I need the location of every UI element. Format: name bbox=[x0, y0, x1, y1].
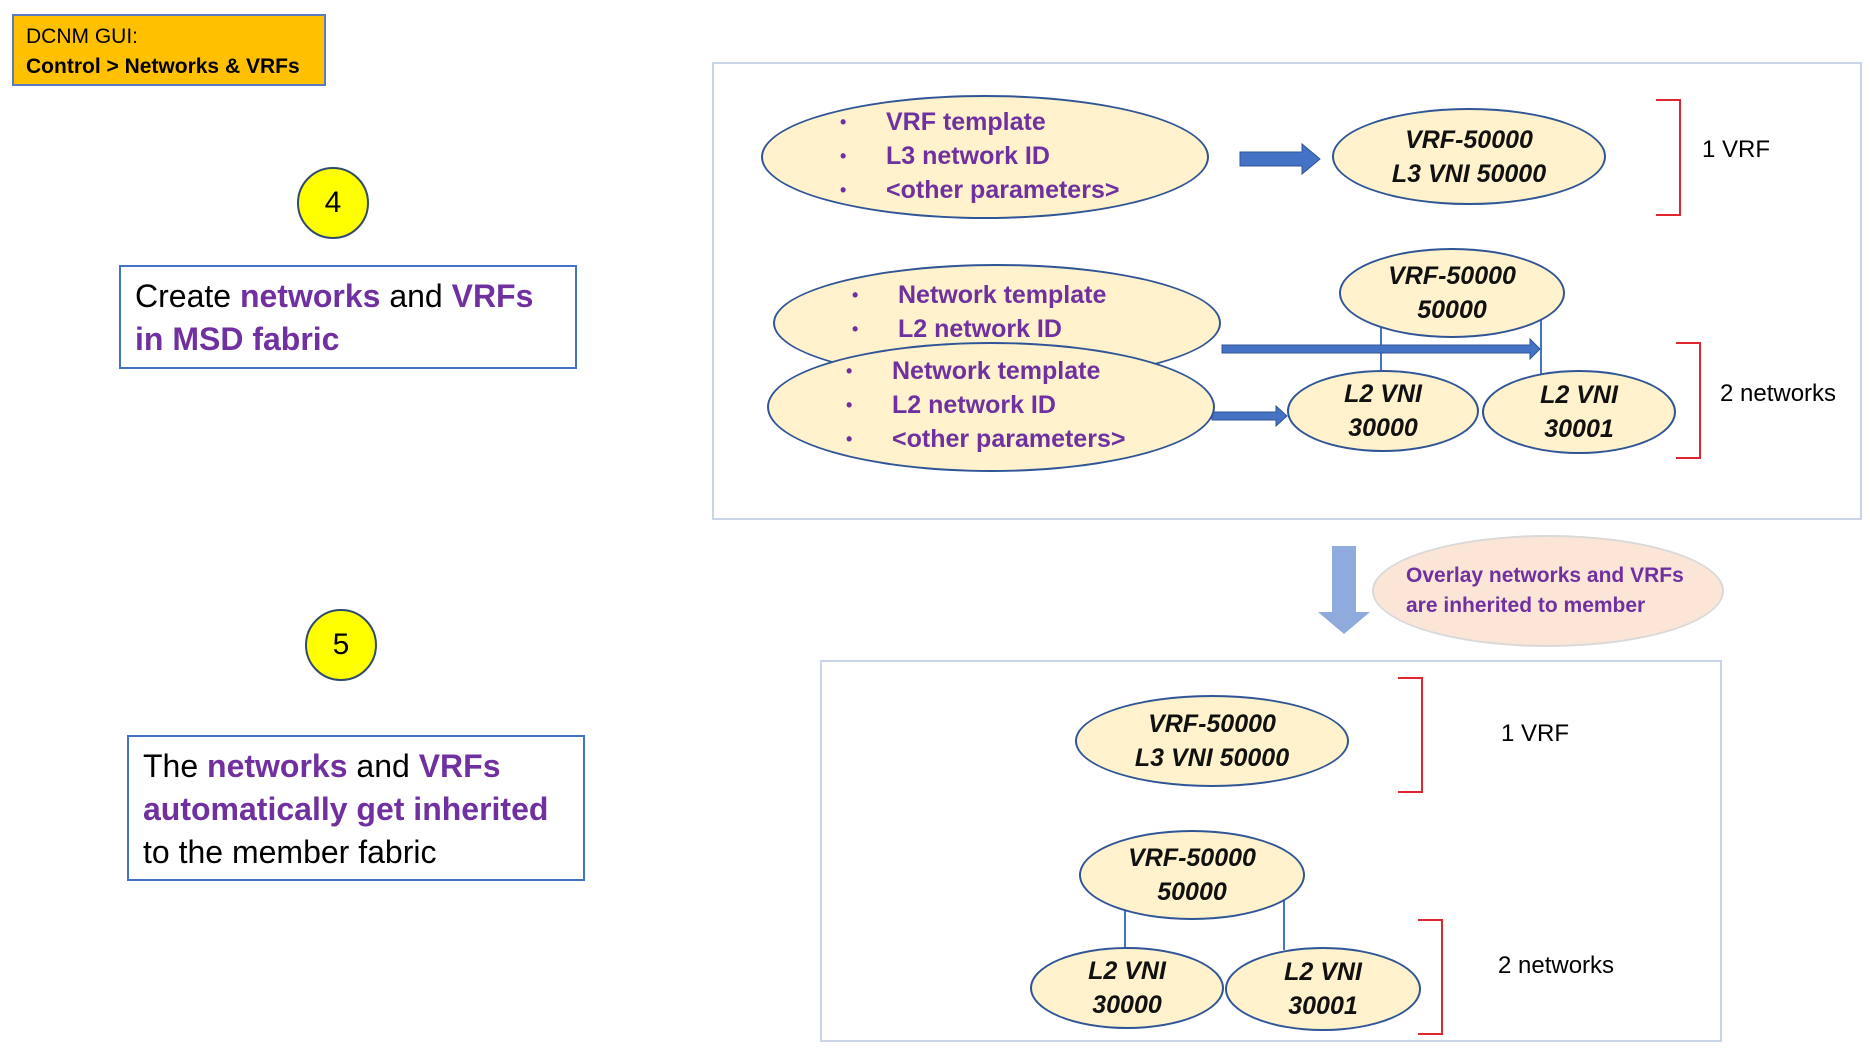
arrow-network-back bbox=[1221, 337, 1541, 361]
msd-network-parent-name: VRF-50000 bbox=[1388, 262, 1516, 290]
step-5-text-tail: to the member fabric bbox=[143, 834, 437, 870]
step-5-text-networks: networks bbox=[207, 748, 348, 784]
member-network-child-2-label: L2 VNI bbox=[1284, 958, 1362, 986]
step-4-text-a: Create bbox=[135, 278, 240, 314]
network-template-back-bullet-2: •L2 network ID bbox=[852, 315, 1062, 343]
msd-network-child-2-id: 30001 bbox=[1544, 415, 1614, 443]
step-5-circle: 5 bbox=[305, 609, 377, 681]
vrf-template-ellipse: •VRF template •L3 network ID •<other par… bbox=[761, 95, 1209, 219]
msd-network-count: 2 networks bbox=[1720, 380, 1837, 407]
step-5-text-and: and bbox=[347, 748, 419, 784]
dcnm-gui-label: DCNM GUI: Control > Networks & VRFs bbox=[12, 14, 326, 86]
network-template-front-bullet-1: •Network template bbox=[846, 357, 1101, 385]
bracket-msd-networks bbox=[1676, 342, 1701, 459]
msd-network-child-1-label: L2 VNI bbox=[1344, 380, 1422, 408]
member-network-child-1-label: L2 VNI bbox=[1088, 957, 1166, 985]
member-network-child-1-id: 30000 bbox=[1092, 991, 1162, 1019]
vrf-template-bullet-1: •VRF template bbox=[840, 108, 1046, 136]
network-template-ellipse-front: •Network template •L2 network ID •<other… bbox=[767, 342, 1215, 472]
step-4-text-and: and bbox=[380, 278, 452, 314]
msd-vrf-name: VRF-50000 bbox=[1405, 125, 1533, 154]
msd-network-child-1-id: 30000 bbox=[1348, 414, 1418, 442]
network-template-front-bullet-3: •<other parameters> bbox=[846, 425, 1126, 453]
member-vrf-vni: L3 VNI 50000 bbox=[1134, 744, 1290, 772]
member-network-child-2-ellipse: L2 VNI 30001 bbox=[1225, 947, 1421, 1031]
step-4-circle: 4 bbox=[297, 167, 369, 239]
member-vrf-name: VRF-50000 bbox=[1148, 710, 1276, 738]
step-4-description: Create networks and VRFs in MSD fabric bbox=[119, 265, 577, 369]
member-network-count: 2 networks bbox=[1498, 952, 1615, 979]
arrow-inherit-down bbox=[1318, 546, 1370, 634]
member-vrf-count: 1 VRF bbox=[1501, 720, 1570, 747]
msd-vrf-vni: L3 VNI 50000 bbox=[1391, 159, 1547, 188]
gui-label-path: Control > Networks & VRFs bbox=[26, 55, 300, 78]
member-network-child-1-ellipse: L2 VNI 30000 bbox=[1030, 947, 1224, 1029]
member-network-parent-id: 50000 bbox=[1157, 878, 1227, 906]
step-4-number: 4 bbox=[324, 186, 342, 219]
gui-label-title: DCNM GUI: bbox=[26, 25, 138, 48]
msd-vrf-count: 1 VRF bbox=[1702, 136, 1771, 163]
step-5-number: 5 bbox=[332, 628, 350, 661]
member-network-child-2-id: 30001 bbox=[1288, 992, 1358, 1020]
step-4-text-vrfs: VRFs in MSD fabric bbox=[135, 278, 534, 357]
network-template-front-bullet-2: •L2 network ID bbox=[846, 391, 1056, 419]
inherit-note-line-1: Overlay networks and VRFs bbox=[1406, 564, 1684, 587]
arrow-network-front bbox=[1211, 404, 1288, 428]
member-network-parent-name: VRF-50000 bbox=[1128, 844, 1256, 872]
msd-network-child-1-ellipse: L2 VNI 30000 bbox=[1287, 370, 1479, 452]
step-5-text-a: The bbox=[143, 748, 208, 784]
msd-network-child-2-ellipse: L2 VNI 30001 bbox=[1482, 370, 1676, 454]
step-4-text-networks: networks bbox=[239, 278, 381, 314]
bracket-msd-vrf bbox=[1656, 99, 1681, 216]
member-network-parent-ellipse: VRF-50000 50000 bbox=[1079, 830, 1305, 920]
inherit-note-ellipse: Overlay networks and VRFs are inherited … bbox=[1372, 535, 1724, 647]
bracket-member-networks bbox=[1418, 919, 1443, 1035]
vrf-template-bullet-2: •L3 network ID bbox=[840, 142, 1050, 170]
msd-network-parent-id: 50000 bbox=[1417, 296, 1487, 324]
bracket-member-vrf bbox=[1398, 677, 1423, 793]
arrow-vrf bbox=[1239, 142, 1321, 176]
msd-network-child-2-label: L2 VNI bbox=[1540, 381, 1618, 409]
vrf-template-bullet-3: •<other parameters> bbox=[840, 176, 1120, 204]
msd-network-parent-ellipse: VRF-50000 50000 bbox=[1339, 248, 1565, 338]
msd-vrf-ellipse: VRF-50000 L3 VNI 50000 bbox=[1332, 108, 1606, 205]
inherit-note-line-2: are inherited to member bbox=[1406, 594, 1646, 617]
step-5-text-vrfs: VRFs automatically get inherited bbox=[143, 748, 549, 827]
step-5-description: The networks and VRFs automatically get … bbox=[127, 735, 585, 881]
network-template-back-bullet-1: •Network template bbox=[852, 281, 1107, 309]
member-vrf-ellipse: VRF-50000 L3 VNI 50000 bbox=[1075, 695, 1349, 787]
